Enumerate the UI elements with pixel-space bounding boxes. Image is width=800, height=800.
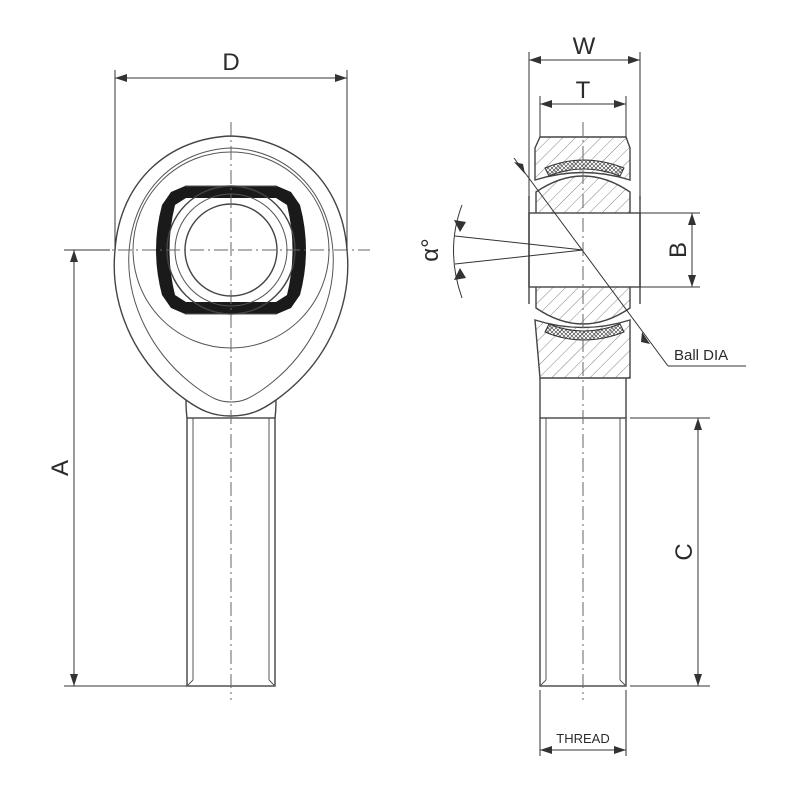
t-arrow-left [540, 100, 552, 108]
bore-section [528, 212, 641, 288]
alpha-line-lower [454, 249, 584, 265]
a-arrow-bottom [70, 674, 78, 686]
head-outer-outline [113, 135, 349, 417]
side-neck [539, 378, 627, 418]
alpha-arrow-bottom [454, 268, 466, 280]
w-label: W [573, 33, 596, 60]
side-view: α° Ball DIA [417, 122, 746, 700]
d-arrow-right [335, 74, 347, 82]
dimension-d: D [114, 49, 348, 250]
b-label: B [665, 242, 692, 258]
alpha-arrow-top [454, 220, 466, 232]
side-chamfer-left [539, 679, 547, 687]
dimension-b: B [640, 212, 700, 288]
thread-label: THREAD [556, 731, 609, 746]
thread-arrow-left [540, 746, 552, 754]
dimension-c: C [630, 417, 710, 687]
c-arrow-top [694, 418, 702, 430]
chamfer-left [186, 679, 194, 687]
t-arrow-right [614, 100, 626, 108]
t-label: T [576, 77, 591, 104]
liner-band [156, 186, 306, 314]
dimension-thread: THREAD [539, 690, 627, 756]
b-arrow-top [688, 213, 696, 225]
c-arrow-bottom [694, 674, 702, 686]
w-arrow-right [628, 56, 640, 64]
dimension-t: T [539, 77, 627, 137]
ball-dia-arrow-top [514, 162, 525, 174]
neck-left [185, 399, 188, 419]
thread-arrow-right [614, 746, 626, 754]
liner-bottom-section [544, 323, 625, 341]
ball-dia-label: Ball DIA [674, 347, 728, 364]
d-label: D [222, 49, 239, 76]
alpha-label: α° [417, 238, 444, 261]
dimension-w: W [528, 33, 641, 200]
neck-right [274, 399, 277, 419]
w-arrow-left [529, 56, 541, 64]
ball-dia-arrow-bottom [641, 332, 650, 344]
liner-top-section [544, 159, 625, 177]
d-arrow-left [115, 74, 127, 82]
b-arrow-bottom [688, 275, 696, 287]
ball-dia-leader [513, 157, 669, 367]
side-chamfer-right [619, 679, 627, 687]
alpha-arc [453, 204, 463, 299]
head-inner-outline [128, 147, 334, 403]
a-label: A [47, 460, 74, 476]
a-arrow-top [70, 250, 78, 262]
dimension-a: A [47, 249, 187, 687]
c-label: C [671, 543, 698, 560]
chamfer-right [268, 679, 276, 687]
front-view [70, 122, 370, 700]
alpha-line-upper [454, 235, 584, 251]
